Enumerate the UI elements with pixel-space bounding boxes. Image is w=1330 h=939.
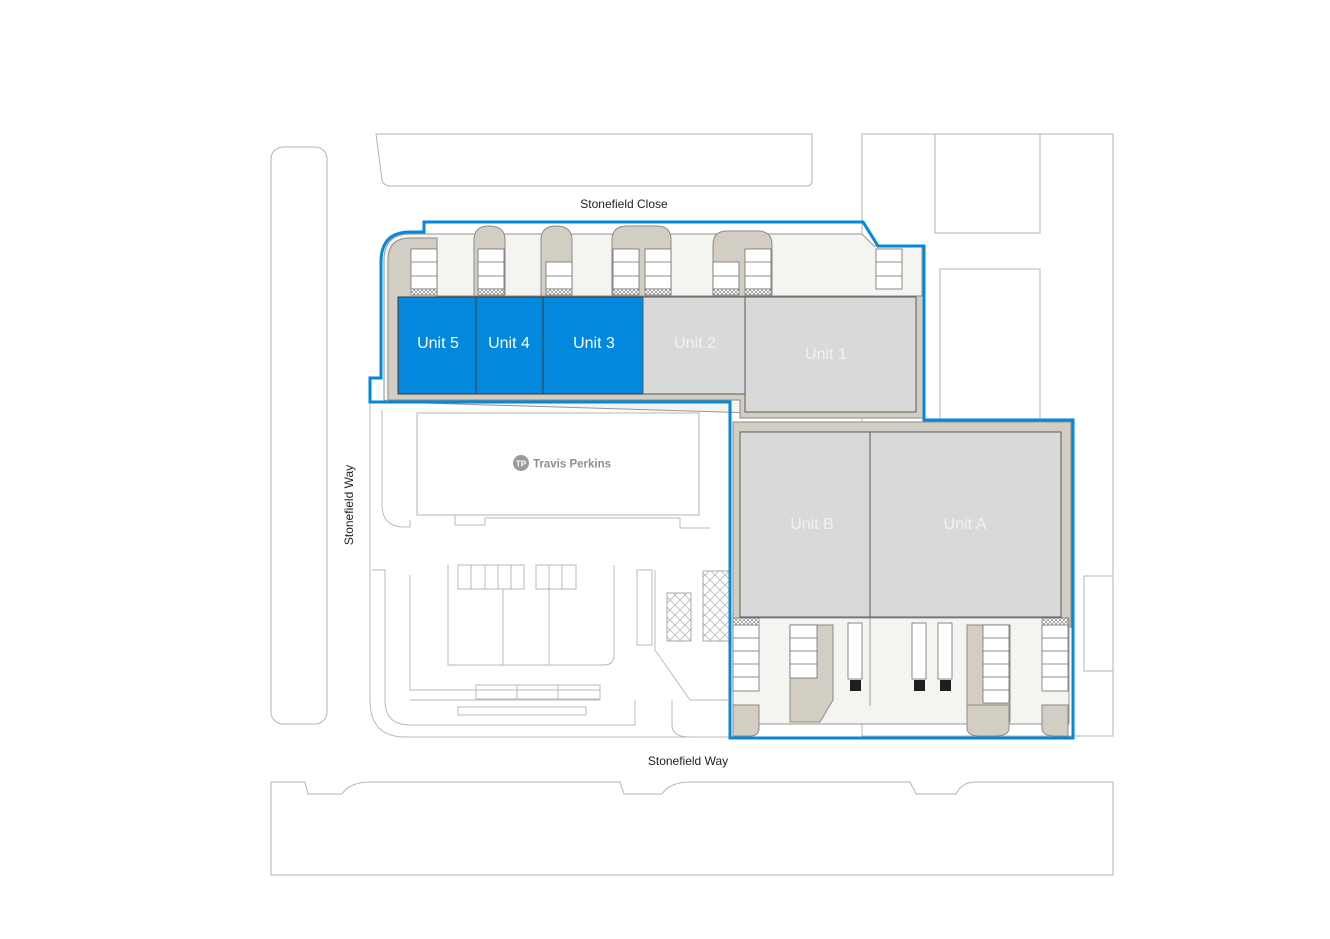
hatched-area-2 <box>702 570 731 642</box>
unit-3[interactable] <box>542 296 644 395</box>
south-site: Unit B Unit A <box>732 421 1072 737</box>
site-boundary <box>368 220 1075 740</box>
unit-2-label: Unit 2 <box>674 335 716 352</box>
unit-a[interactable] <box>869 431 1062 618</box>
left-verge <box>270 146 328 725</box>
right-building-3 <box>1083 575 1114 672</box>
lower-car-park-kerb <box>372 569 636 726</box>
bottom-verge <box>270 781 1114 876</box>
right-building-1 <box>934 133 1041 234</box>
lower-left-kerb <box>369 404 730 738</box>
unit-3-label: Unit 3 <box>573 335 615 352</box>
unit-2[interactable] <box>642 296 746 395</box>
car-park-island <box>447 565 615 666</box>
travis-perkins-label: Travis Perkins <box>533 459 611 471</box>
kerb-block <box>636 569 653 646</box>
travis-perkins-logo: TP Travis Perkins <box>513 455 611 471</box>
unit-4-label: Unit 4 <box>488 335 530 352</box>
access-kerb-2 <box>671 700 691 738</box>
travis-yard-line <box>454 515 710 529</box>
unit-b[interactable] <box>739 431 871 618</box>
unit-1[interactable] <box>744 296 917 413</box>
travis-kerb <box>381 410 411 528</box>
unit-b-label: Unit B <box>790 516 834 533</box>
lorry-bays <box>847 618 953 706</box>
car-park-aisle <box>409 575 601 701</box>
south-parking-bays <box>732 617 1069 704</box>
unit-1-label: Unit 1 <box>805 346 847 363</box>
car-park-bays <box>457 564 601 716</box>
south-yard <box>732 617 1070 725</box>
unit-a-label: Unit A <box>944 516 987 533</box>
north-parking-bays <box>410 248 903 296</box>
north-site: Unit 5 Unit 4 Unit 3 Unit 2 Unit 1 <box>383 225 925 419</box>
tp-logo-text: TP <box>516 460 527 469</box>
unit-5[interactable] <box>397 296 477 395</box>
tp-logo-icon <box>513 455 529 471</box>
top-verge <box>375 133 813 187</box>
unit-5-label: Unit 5 <box>417 335 459 352</box>
right-building-2 <box>939 268 1041 421</box>
street-label-stonefield-way-left: Stonefield Way <box>342 465 356 545</box>
street-label-stonefield-way-bottom: Stonefield Way <box>648 754 728 768</box>
street-label-stonefield-close: Stonefield Close <box>580 197 668 211</box>
hatched-area-1 <box>666 592 692 642</box>
access-kerb <box>654 570 728 701</box>
travis-perkins-building <box>416 412 700 516</box>
